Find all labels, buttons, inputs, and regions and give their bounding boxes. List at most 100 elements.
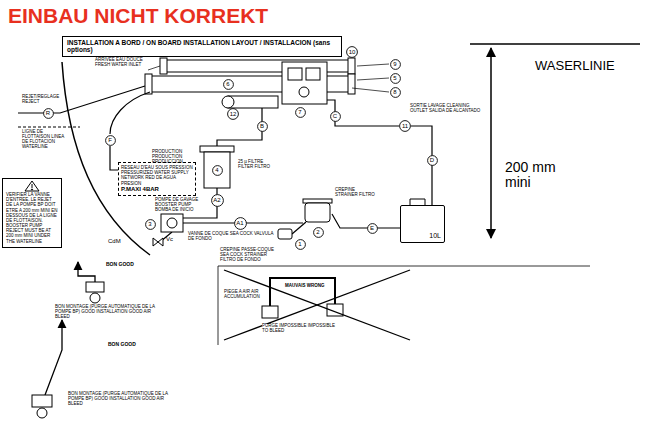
callout-number: D bbox=[427, 155, 438, 166]
callout-text: 3 bbox=[148, 221, 151, 227]
filter-and-pumps bbox=[200, 146, 234, 152]
filter-and-pumps bbox=[305, 203, 330, 222]
callout-text: A1 bbox=[236, 220, 243, 226]
callout-text: 10 bbox=[349, 49, 356, 55]
leader-lines bbox=[148, 64, 389, 92]
part-label: CREPINE STRAINER FILTRO bbox=[335, 188, 375, 198]
hoses bbox=[18, 86, 432, 242]
callout-text: C bbox=[333, 113, 337, 119]
callout-number: 4 bbox=[212, 165, 223, 176]
good-install-sketch-1 bbox=[86, 282, 104, 292]
callout-number: 5 bbox=[390, 73, 401, 84]
leader-lines bbox=[357, 64, 389, 66]
waterline-dimension bbox=[490, 48, 492, 238]
part-label: BON GOOD bbox=[106, 262, 136, 268]
good-install-sketch-2 bbox=[61, 320, 62, 338]
part-label: ARRIVEE EAU DOUCE FRESH WATER INLET bbox=[95, 58, 145, 68]
callout-circle bbox=[105, 135, 115, 145]
membrane-housings bbox=[299, 87, 309, 97]
warning-triangle bbox=[25, 181, 39, 191]
callout-number: 10 bbox=[346, 46, 358, 58]
callout-circle bbox=[313, 227, 323, 237]
good-install-sketch-2 bbox=[45, 338, 62, 395]
callout-text: R bbox=[46, 110, 50, 116]
callout-text: B bbox=[260, 123, 264, 129]
layout-heading-box: INSTALLATION A BORD / ON BOARD INSTALLAT… bbox=[62, 36, 342, 57]
callout-text: 9 bbox=[393, 61, 396, 67]
part-label: CREPINE PASSE-COQUE SEA COCK STRAINER FI… bbox=[220, 248, 280, 263]
callout-number: 7 bbox=[295, 107, 306, 118]
callout-text: 2 bbox=[316, 229, 319, 235]
callout-number: B bbox=[257, 121, 268, 132]
good-install-sketch-2 bbox=[37, 408, 47, 418]
membrane-housings bbox=[228, 96, 278, 108]
callout-text: 5 bbox=[393, 75, 396, 81]
box-text: P.MAXI 4BAR bbox=[121, 186, 193, 193]
callout-text: F bbox=[108, 137, 112, 143]
membrane-housings bbox=[145, 74, 152, 94]
hoses bbox=[327, 100, 399, 126]
hoses bbox=[292, 222, 306, 234]
part-label: SORTIE LAVAGE CLEANING OUTLET SALIDA DE … bbox=[410, 104, 486, 114]
callout-circle bbox=[234, 217, 246, 229]
callout-text: 7 bbox=[298, 109, 301, 115]
good-install-sketch-1 bbox=[90, 293, 100, 303]
membrane-housings bbox=[288, 68, 302, 80]
part-label: Vc bbox=[166, 236, 180, 243]
leader-lines bbox=[357, 78, 389, 80]
callout-text: 8 bbox=[393, 89, 396, 95]
filter-and-pumps bbox=[153, 238, 163, 246]
callout-circle bbox=[257, 121, 267, 131]
callout-number: 3 bbox=[145, 219, 156, 230]
hoses bbox=[18, 86, 145, 113]
membrane-housings bbox=[348, 58, 355, 74]
warning-triangle bbox=[31, 189, 32, 190]
part-label: BON MONTAGE (PURGE AUTOMATIQUE DE LA POM… bbox=[68, 392, 178, 407]
warning-triangle bbox=[32, 184, 33, 188]
callout-circle bbox=[347, 47, 358, 58]
callout-number: 6 bbox=[223, 79, 234, 90]
separator-lines bbox=[218, 266, 590, 345]
callout-circle bbox=[330, 111, 340, 121]
part-label: MAUVAIS WRONG bbox=[285, 284, 325, 289]
callout-number: 11 bbox=[399, 120, 411, 132]
callout-circle bbox=[400, 121, 411, 132]
membrane-housings bbox=[282, 62, 327, 104]
callout-circle bbox=[145, 219, 155, 229]
part-label: BON MONTAGE (PURGE AUTOMATIQUE DE LA POM… bbox=[55, 305, 165, 320]
filter-and-pumps bbox=[278, 229, 292, 239]
hoses bbox=[110, 146, 118, 170]
callout-circle bbox=[295, 239, 305, 249]
box-text: INSTALLATION A BORD / ON BOARD INSTALLAT… bbox=[67, 39, 337, 54]
callout-number: 12 bbox=[227, 108, 239, 120]
callout-circle bbox=[212, 165, 222, 175]
callout-circle bbox=[390, 87, 400, 97]
callout-text: 11 bbox=[402, 123, 408, 129]
filter-and-pumps bbox=[204, 152, 230, 188]
callout-number: 1 bbox=[295, 239, 306, 250]
membrane-housings bbox=[306, 68, 320, 80]
callout-number: A1 bbox=[234, 217, 247, 230]
callout-number: C bbox=[330, 111, 341, 122]
membrane-housings bbox=[145, 58, 355, 108]
filter-and-pumps bbox=[153, 146, 425, 246]
callout-circle bbox=[427, 155, 437, 165]
leader-lines bbox=[352, 88, 389, 92]
callout-circle bbox=[228, 109, 239, 120]
good-install-sketch-1 bbox=[78, 262, 95, 282]
waterline-dimension bbox=[470, 43, 640, 45]
hull-outline bbox=[18, 127, 80, 128]
box-text: RESEAU D'EAU SOUS PRESSION PRESSURIZED W… bbox=[121, 165, 193, 186]
hoses bbox=[217, 108, 262, 146]
membrane-housings bbox=[348, 74, 355, 94]
part-label: REJET/REGLAGE REJECT bbox=[22, 95, 62, 105]
leader-lines bbox=[148, 66, 160, 70]
callout-number: E bbox=[367, 223, 378, 234]
callout-text: 12 bbox=[230, 111, 237, 117]
callout-number: A2 bbox=[211, 194, 224, 207]
callout-number: R bbox=[43, 108, 54, 119]
tank-box: 10L bbox=[400, 205, 445, 243]
box-text: VERIFIER LA VANNE D'ENTREE. LE REJET DE … bbox=[6, 192, 58, 244]
waterline-dimension bbox=[470, 44, 640, 238]
